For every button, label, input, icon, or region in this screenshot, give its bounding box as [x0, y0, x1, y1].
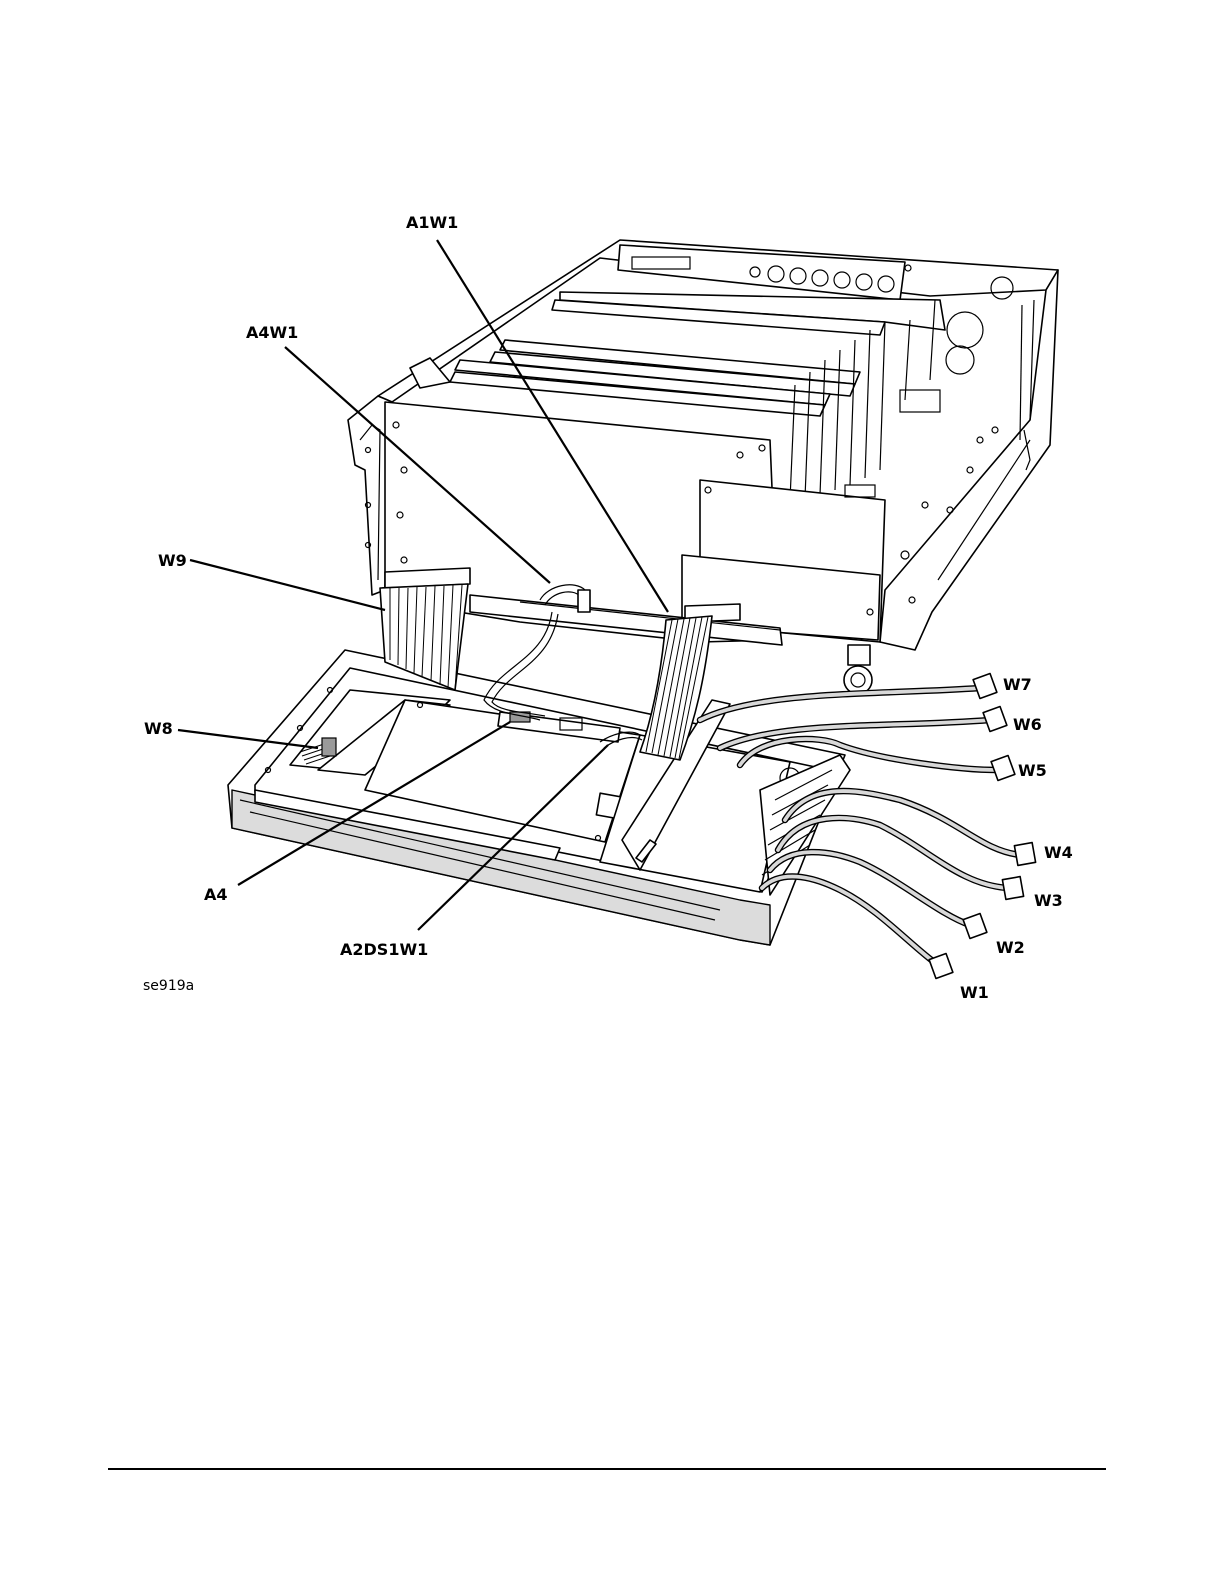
callout-w7: W7 — [1003, 675, 1032, 694]
callout-w5: W5 — [1018, 761, 1047, 780]
callout-w2: W2 — [996, 938, 1025, 957]
callout-w3: W3 — [1034, 891, 1063, 910]
callout-a4w1: A4W1 — [246, 323, 298, 342]
figure-id: se919a — [143, 978, 194, 994]
callout-w6: W6 — [1013, 715, 1042, 734]
callout-w1: W1 — [960, 983, 989, 1002]
footer-rule — [108, 1468, 1106, 1470]
callout-a2ds1w1: A2DS1W1 — [340, 940, 428, 959]
callout-a1w1: A1W1 — [406, 213, 458, 232]
callout-w9: W9 — [158, 551, 187, 570]
callout-w4: W4 — [1044, 843, 1073, 862]
chassis-foot-connector — [844, 645, 872, 694]
callout-w8: W8 — [144, 719, 173, 738]
callout-a4: A4 — [204, 885, 228, 904]
front-panel-assembly — [228, 650, 850, 945]
